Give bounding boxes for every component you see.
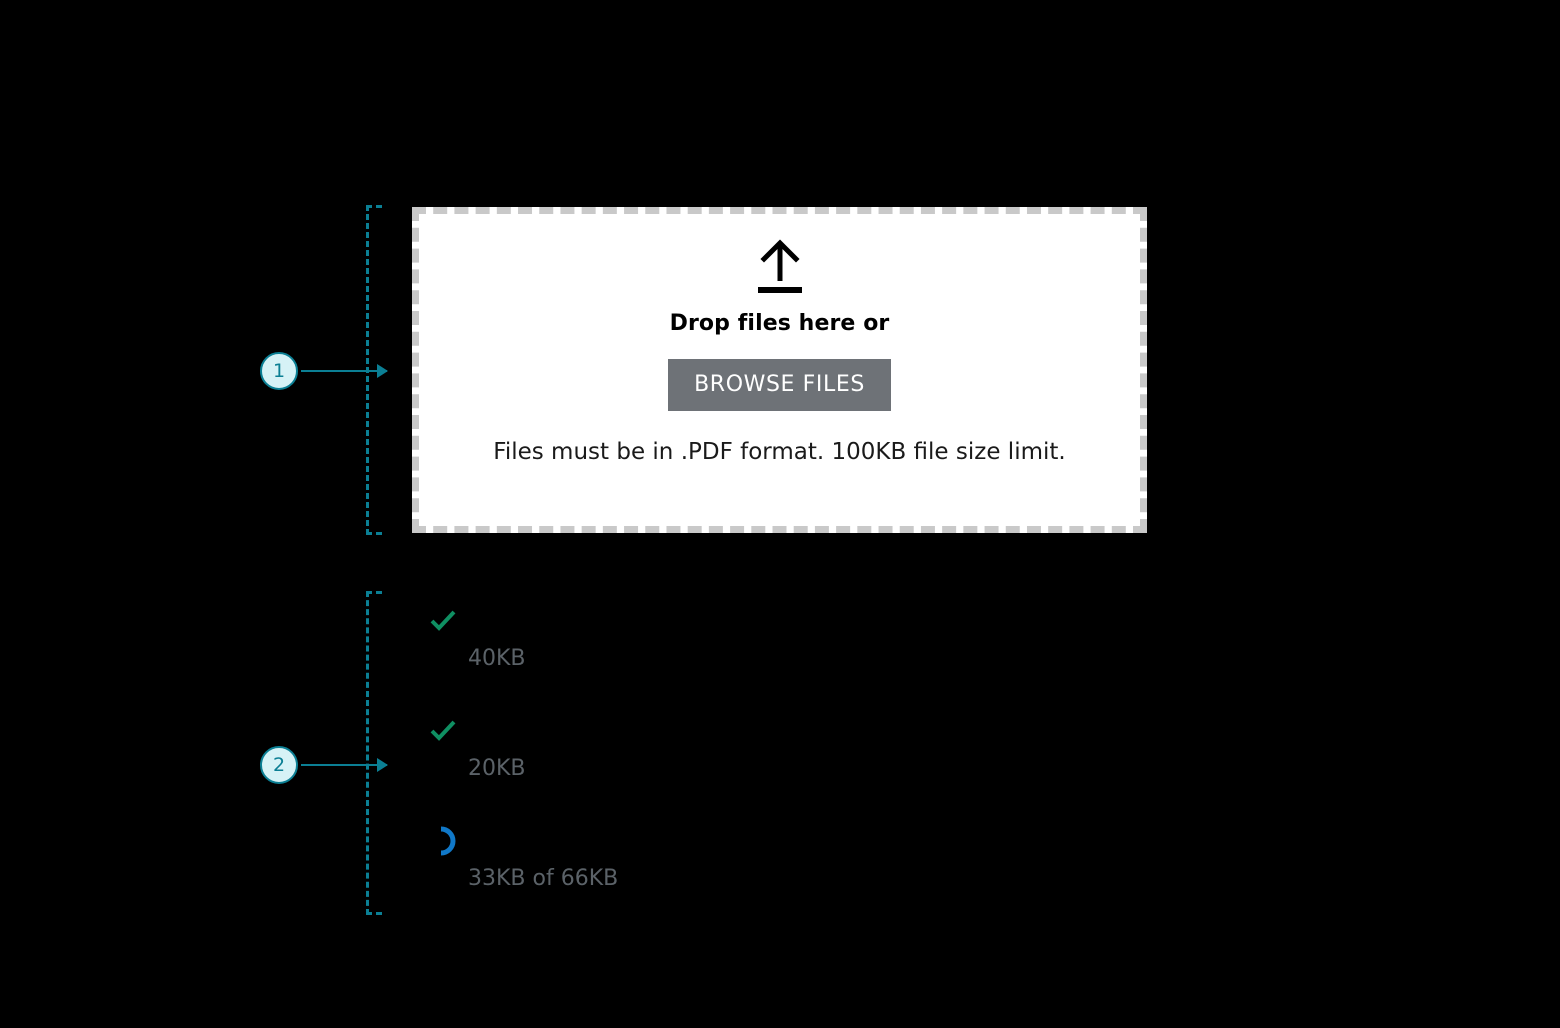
file-list-item[interactable]: 20KB xyxy=(428,708,1128,818)
callout-marker-1: 1 xyxy=(260,352,387,390)
callout-number-1: 1 xyxy=(260,352,298,390)
callout-number-1-label: 1 xyxy=(272,359,286,382)
file-upload-progress: 33KB of 66KB xyxy=(468,866,619,891)
dropzone-title: Drop files here or xyxy=(669,311,890,336)
upload-arrow-icon xyxy=(757,239,802,293)
spinner-icon xyxy=(428,826,458,856)
check-icon xyxy=(428,716,458,746)
dropzone-hint-text: Files must be in .PDF format. 100KB file… xyxy=(493,439,1066,465)
file-size: 40KB xyxy=(468,646,526,671)
file-size: 20KB xyxy=(468,756,526,781)
check-icon xyxy=(428,606,458,636)
file-list-item[interactable]: 40KB xyxy=(428,598,1128,708)
uploaded-file-list: 40KB 20KB 33KB of 66KB xyxy=(428,598,1128,928)
callout-arrow-1 xyxy=(301,370,387,372)
annotation-bracket-2 xyxy=(366,591,382,915)
callout-marker-2: 2 xyxy=(260,746,387,784)
browse-files-button[interactable]: BROWSE FILES xyxy=(668,359,891,411)
file-list-item[interactable]: 33KB of 66KB xyxy=(428,818,1128,928)
upload-dropzone[interactable]: Drop files here or BROWSE FILES Files mu… xyxy=(412,207,1147,533)
callout-arrow-2 xyxy=(301,764,387,766)
callout-number-2: 2 xyxy=(260,746,298,784)
callout-number-2-label: 2 xyxy=(272,753,286,776)
